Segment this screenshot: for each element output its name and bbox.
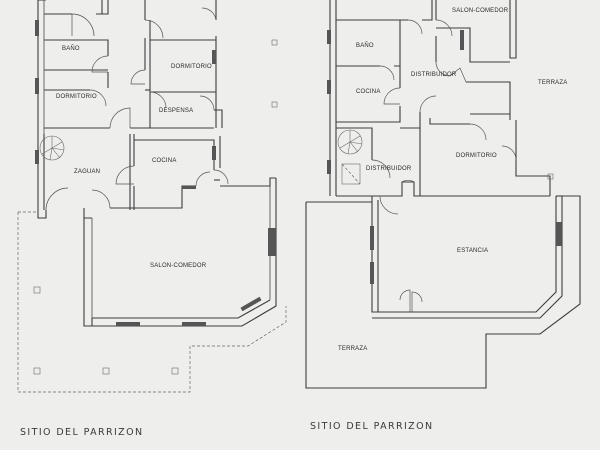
room-label-salon-comedor-left: SALON-COMEDOR [150, 263, 207, 269]
room-label-dormitorio-left-2: DORMITORIO [171, 64, 212, 70]
room-label-terraza-1: TERRAZA [538, 80, 567, 86]
plan-title-right: SITIO DEL PARRIZON [310, 421, 433, 432]
room-label-distribuidor-2: DISTRIBUIDOR [366, 166, 412, 172]
room-label-despensa: DESPENSA [159, 108, 193, 114]
room-label-terraza-2: TERRAZA [338, 346, 367, 352]
left-floor-plan: BAÑO DORMITORIO DORMITORIO DESPENSA ZAGU… [17, 0, 287, 438]
room-label-salon-comedor-right: SALON-COMEDOR [452, 8, 509, 14]
room-label-cocina-right: COCINA [356, 89, 381, 95]
plan-title-left: SITIO DEL PARRIZON [20, 427, 143, 438]
room-label-cocina-left: COCINA [152, 158, 177, 164]
right-floor-plan: SALON-COMEDOR BAÑO DISTRIBUIDOR COCINA T… [305, 0, 581, 432]
room-label-distribuidor-1: DISTRIBUIDOR [411, 72, 457, 78]
room-label-dormitorio-left-1: DORMITORIO [56, 94, 97, 100]
room-label-zaguan: ZAGUAN [74, 169, 100, 175]
room-label-dormitorio-right: DORMITORIO [456, 153, 497, 159]
room-label-estancia: ESTANCIA [457, 248, 488, 254]
room-label-bano-right: BAÑO [356, 42, 374, 49]
room-label-bano-left: BAÑO [62, 45, 80, 52]
